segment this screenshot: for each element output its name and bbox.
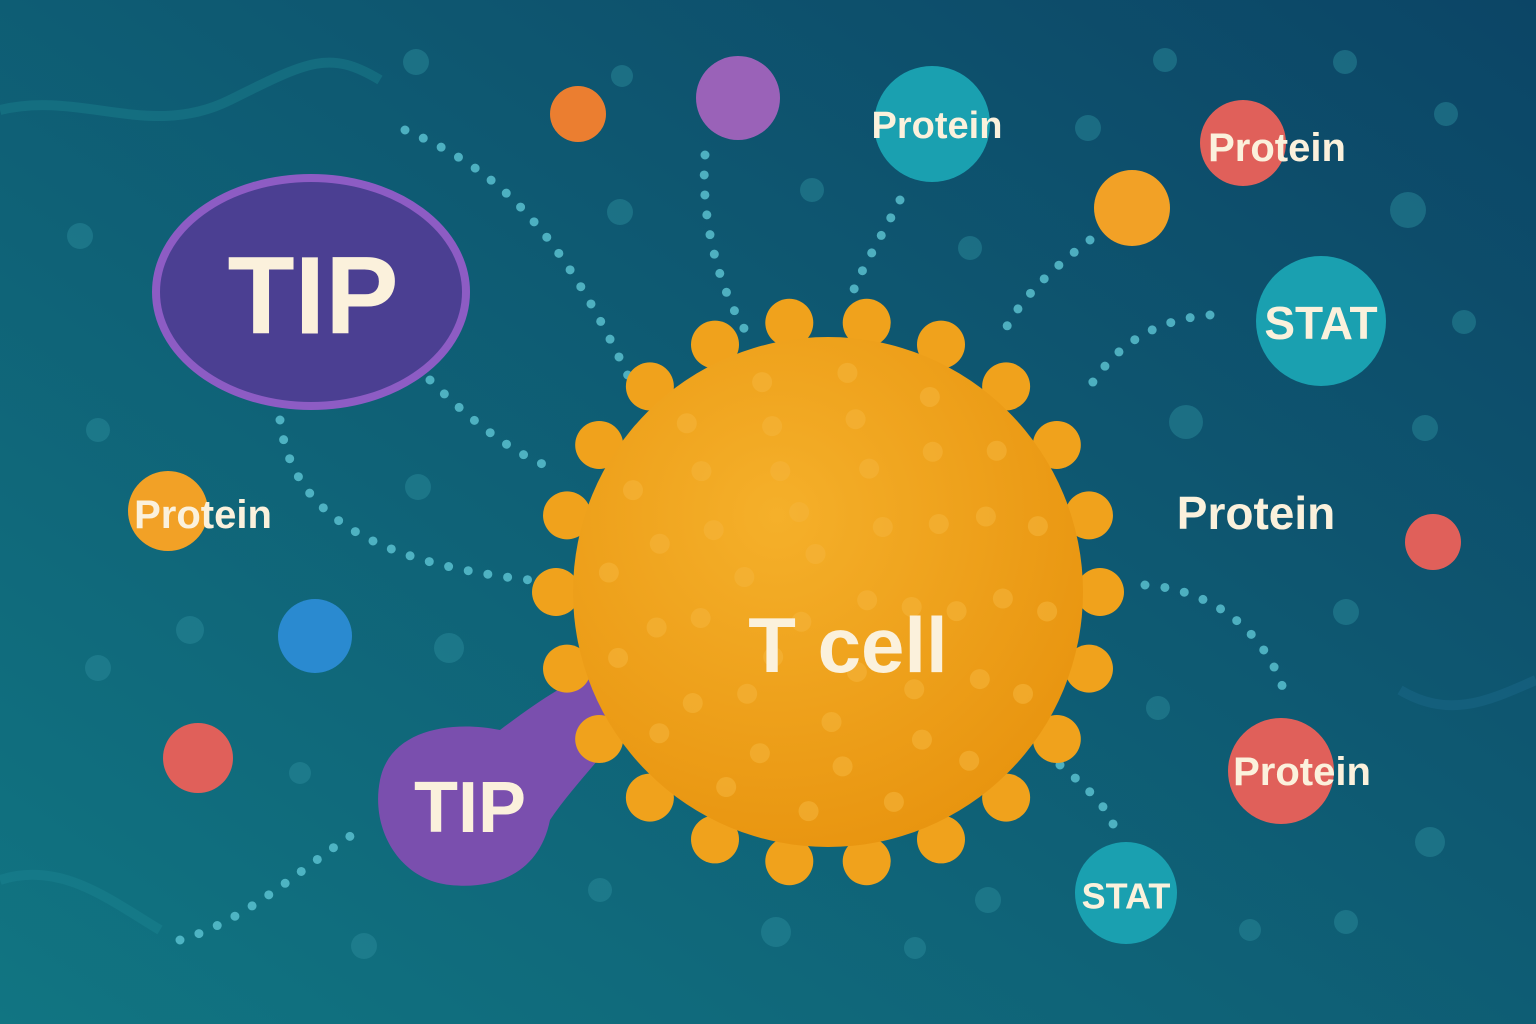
red-molecule (1405, 514, 1461, 570)
protein-bottom-right-node (1228, 718, 1334, 824)
cell-bump (752, 372, 773, 393)
tip-connector-blob (378, 670, 630, 886)
cell-bump (846, 661, 867, 682)
cell-bump (716, 777, 737, 798)
cell-bump (928, 513, 949, 534)
cell-bump (883, 791, 904, 812)
protein-bottom-right-label: Protein (1233, 750, 1371, 794)
cell-spike (982, 773, 1031, 822)
cell-spike (625, 362, 674, 411)
cell-bump (1037, 601, 1058, 622)
cell-bump (904, 679, 925, 700)
cell-bump (649, 533, 670, 554)
cell-bump (682, 693, 703, 714)
orange-molecule (550, 86, 606, 142)
cell-bump (857, 590, 878, 611)
stat-bottom-label: STAT (1082, 876, 1171, 917)
dotted-connectors (175, 125, 1290, 945)
protein-top-right-node (1200, 100, 1286, 186)
cell-bump (922, 441, 943, 462)
cell-bump (749, 743, 770, 764)
cell-bump (1013, 683, 1034, 704)
cell-bump (737, 683, 758, 704)
protein-right-label: Protein (1177, 487, 1335, 539)
cell-bump (859, 458, 880, 479)
tip-receptor (152, 174, 470, 410)
cell-spike (543, 644, 592, 693)
cell-bump (762, 416, 783, 437)
protein-top-label: Protein (872, 105, 1003, 147)
cell-spike (691, 320, 740, 369)
cell-spike (575, 715, 624, 764)
cell-bump (845, 409, 866, 430)
protein-top-right-label: Protein (1208, 126, 1346, 170)
cell-bump (622, 480, 643, 501)
background-particles (67, 48, 1476, 959)
cell-bump (798, 801, 819, 822)
orange-molecule (1094, 170, 1170, 246)
protein-left-label: Protein (134, 493, 272, 537)
tip-top-label: TIP (227, 235, 398, 358)
cell-bump (676, 413, 697, 434)
wave-right (1397, 675, 1536, 711)
cell-bump (992, 588, 1013, 609)
cell-bump (734, 567, 755, 588)
cell-bump (690, 608, 711, 629)
cell-bump (598, 562, 619, 583)
cell-spike (1064, 644, 1113, 693)
cell-bump (805, 543, 826, 564)
wave-bottom-left (0, 869, 163, 935)
tip-bottom-label: TIP (414, 768, 526, 848)
cell-bump (703, 520, 724, 541)
cell-spike (765, 298, 814, 347)
cell-spike (765, 837, 814, 886)
cell-bump (608, 647, 629, 668)
cell-spike (1076, 568, 1124, 616)
cell-bump (959, 750, 980, 771)
cell-bump (763, 646, 784, 667)
cell-spike (1064, 491, 1113, 540)
red-molecule (163, 723, 233, 793)
cell-bump (770, 461, 791, 482)
cell-spike (916, 320, 965, 369)
cell-spike (1032, 420, 1081, 469)
cell-bump (832, 756, 853, 777)
stat-bottom-node (1075, 842, 1177, 944)
wave-top-left (0, 57, 383, 122)
stat-right-node (1256, 256, 1386, 386)
cell-bump (911, 729, 932, 750)
cell-spike (916, 815, 965, 864)
t-cell-label: T cell (748, 601, 947, 689)
stat-right-label: STAT (1264, 297, 1377, 349)
cell-spike (543, 491, 592, 540)
t-cell: T cell (532, 298, 1124, 886)
cell-bump (1027, 516, 1048, 537)
cell-spike (625, 773, 674, 822)
cell-bump (986, 440, 1007, 461)
protein-top-node (874, 66, 990, 182)
cell-bump (975, 506, 996, 527)
cell-bump (791, 611, 812, 632)
cell-spike (575, 420, 624, 469)
cell-spike (1032, 715, 1081, 764)
cell-bump (919, 386, 940, 407)
cell-bump (649, 723, 670, 744)
cell-spike (842, 298, 891, 347)
cell-spike (842, 837, 891, 886)
cell-spike (982, 362, 1031, 411)
cell-bump (872, 517, 893, 538)
cell-bump (969, 669, 990, 690)
cell-bump (646, 617, 667, 638)
protein-left-node (128, 471, 208, 551)
blue-molecule (278, 599, 352, 673)
cell-spike (532, 568, 580, 616)
cell-bump (837, 362, 858, 383)
cell-bump (821, 711, 842, 732)
cell-bump (789, 502, 810, 523)
cell-bump (946, 601, 967, 622)
purple-molecule (696, 56, 780, 140)
cell-bump (691, 461, 712, 482)
cell-bump (901, 596, 922, 617)
cell-spike (691, 815, 740, 864)
